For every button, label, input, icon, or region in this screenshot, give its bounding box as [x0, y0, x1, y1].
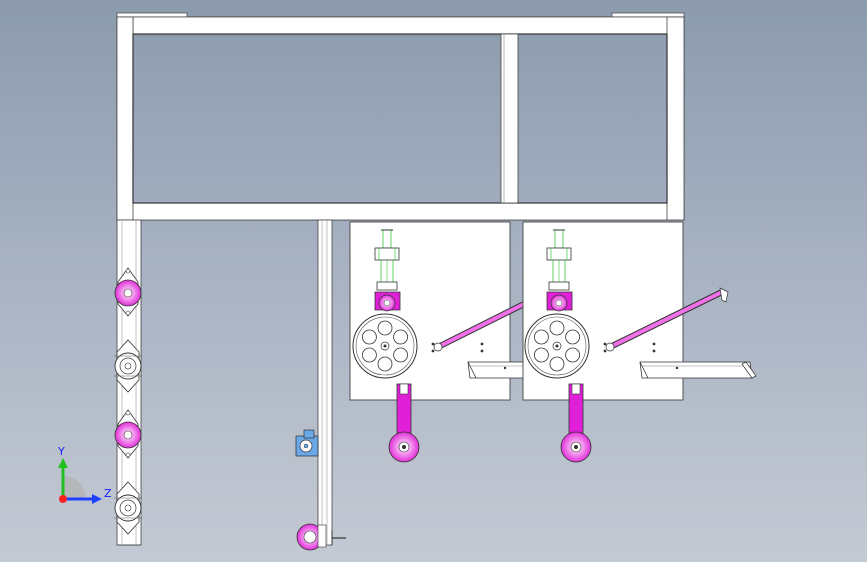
- cylinder-1[interactable]: [374, 229, 400, 291]
- bearing-white-2[interactable]: [114, 481, 142, 535]
- bearing-pink-1[interactable]: [114, 267, 142, 317]
- pink-clamp-1[interactable]: [374, 291, 401, 312]
- guide-rail-2[interactable]: [639, 361, 757, 379]
- bottom-idler-wheel[interactable]: [296, 523, 327, 551]
- pink-clamp-2[interactable]: [546, 291, 573, 312]
- coordinate-triad: Y Z: [57, 445, 112, 504]
- tension-arm-2[interactable]: [605, 287, 729, 352]
- bearing-pink-2[interactable]: [114, 409, 142, 459]
- lower-arm-2[interactable]: [560, 383, 592, 463]
- panel-1-holes: [431, 342, 484, 353]
- main-frame: [116, 12, 685, 221]
- lower-arm-1[interactable]: [388, 383, 420, 463]
- middle-post: [317, 219, 346, 546]
- cylinder-2[interactable]: [546, 229, 572, 291]
- bearing-white-1[interactable]: [114, 339, 142, 393]
- blue-bracket[interactable]: [295, 429, 319, 457]
- spoked-wheel-2[interactable]: [524, 313, 590, 379]
- panel-2-holes: [603, 342, 656, 353]
- triad-y-label: Y: [57, 445, 65, 458]
- triad-z-label: Z: [104, 487, 112, 500]
- spoked-wheel-1[interactable]: [352, 313, 418, 379]
